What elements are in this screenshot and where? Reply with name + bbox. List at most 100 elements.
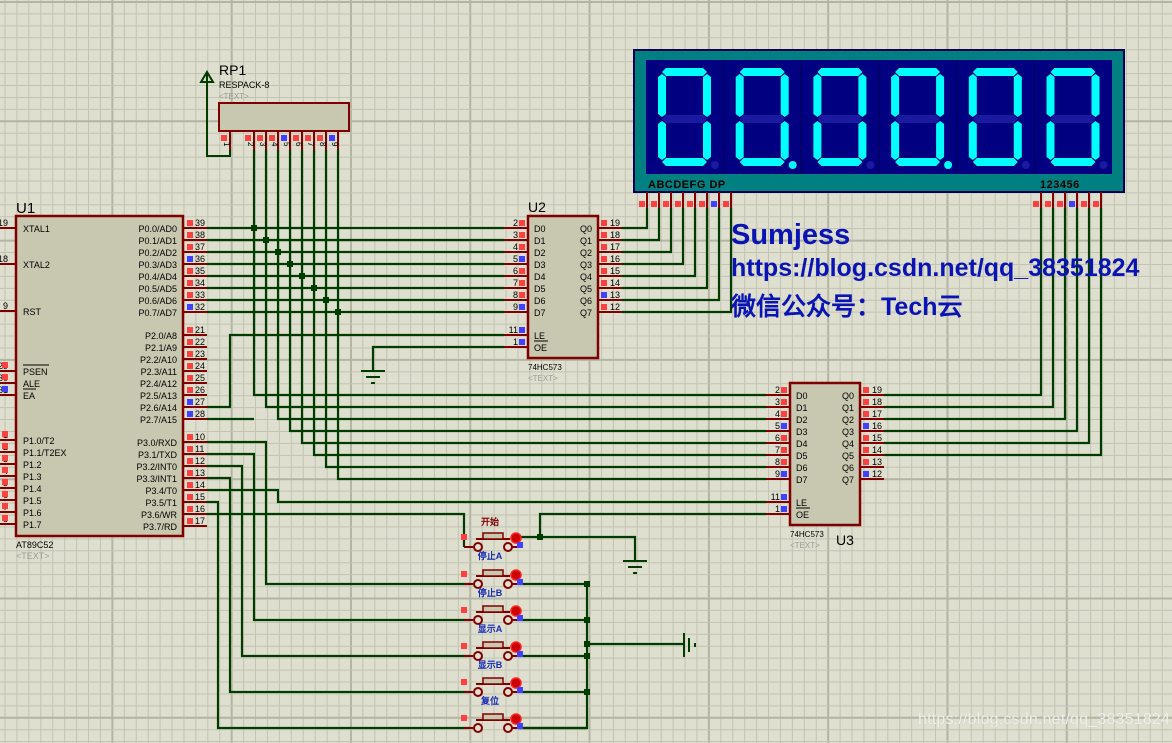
- u2-pin-name: D7: [534, 308, 546, 318]
- button-contact: [503, 579, 513, 589]
- u2-pin-name: Q0: [580, 224, 592, 234]
- pin-marker: [601, 220, 607, 226]
- u3-pin-name: Q5: [842, 451, 854, 461]
- pin-marker: [317, 135, 323, 141]
- push-button[interactable]: 显示A: [461, 624, 523, 661]
- rp1-pin-number: 3: [258, 142, 267, 147]
- u3-pin-number: 1: [775, 504, 780, 514]
- pin-marker: [517, 615, 523, 621]
- pin-marker: [863, 387, 869, 393]
- u2-pin-number: 6: [513, 266, 518, 276]
- pin-marker: [517, 579, 523, 585]
- pin-marker: [187, 256, 193, 262]
- push-button[interactable]: 复位: [461, 695, 523, 733]
- component-u2[interactable]: 2D03D14D25D36D47D58D69D711LE1OEQ019Q118Q…: [504, 199, 622, 383]
- u3-pin-number: 5: [775, 421, 780, 431]
- pin-marker: [1069, 201, 1075, 207]
- component-u3[interactable]: 2D03D14D25D36D47D58D69D711LE1OEQ019Q118Q…: [766, 381, 884, 550]
- wire: [300, 150, 766, 445]
- u1-pin-name: P3.3/INT1: [136, 474, 177, 484]
- wire: [288, 150, 766, 433]
- u3-pin-name: D1: [796, 403, 808, 413]
- pin-marker: [187, 446, 193, 452]
- pin-marker: [517, 687, 523, 693]
- pin-marker: [651, 201, 657, 207]
- rp1-pin-number: 6: [294, 142, 303, 147]
- pin-marker: [519, 256, 525, 262]
- u1-text: <TEXT>: [16, 551, 50, 561]
- segment: [891, 74, 900, 117]
- pin-marker: [781, 447, 787, 453]
- u2-pin-number: 18: [610, 230, 620, 240]
- button-label: 复位: [480, 695, 499, 706]
- u3-ref: U3: [836, 532, 854, 548]
- wire: [884, 208, 1067, 421]
- pin-marker: [1057, 201, 1063, 207]
- u2-pin-number: 7: [513, 278, 518, 288]
- wire: [622, 208, 649, 230]
- wire: [207, 512, 466, 547]
- segment: [972, 115, 1018, 123]
- push-button[interactable]: 显示B: [461, 660, 523, 697]
- rp1-vcc-wire: [206, 74, 231, 157]
- u1-pin-number: 34: [195, 278, 205, 288]
- u1-pin-name: P3.4/T0: [145, 486, 177, 496]
- u2-text: <TEXT>: [528, 374, 558, 383]
- pin-marker: [687, 201, 693, 207]
- segment: [858, 74, 867, 117]
- pin-marker: [187, 470, 193, 476]
- pin-marker: [187, 375, 193, 381]
- pin-marker: [2, 374, 8, 380]
- button-actuator-icon: [510, 713, 522, 725]
- segment: [739, 115, 785, 123]
- wire: [622, 208, 733, 314]
- u1-pin-name: P2.6/A14: [140, 403, 177, 413]
- u1-pin-number: 33: [195, 290, 205, 300]
- wire: [207, 440, 470, 586]
- segment: [817, 158, 863, 166]
- segment: [658, 121, 666, 160]
- pin-marker: [187, 434, 193, 440]
- pin-marker: [601, 280, 607, 286]
- push-button[interactable]: 停止A: [461, 550, 523, 589]
- u1-pin-name: PSEN: [23, 367, 48, 377]
- push-button[interactable]: 停止B: [461, 587, 523, 625]
- u1-pin-number: 25: [195, 373, 205, 383]
- junction-dot: [584, 641, 590, 647]
- decimal-point: [944, 161, 953, 169]
- u2-pin-name: Q6: [580, 296, 592, 306]
- pin-marker: [2, 491, 8, 497]
- u2-pin-number: 15: [610, 266, 620, 276]
- u1-pin-number: 22: [195, 337, 205, 347]
- decimal-point: [1099, 161, 1108, 169]
- u3-pin-number: 7: [775, 445, 780, 455]
- u3-pin-number: 14: [872, 445, 882, 455]
- push-button[interactable]: 开始: [461, 516, 523, 552]
- pin-marker: [2, 443, 8, 449]
- u2-pin-number: 12: [610, 302, 620, 312]
- u1-pin-number: 15: [195, 492, 205, 502]
- u3-pin-number: 9: [775, 469, 780, 479]
- pin-marker: [187, 339, 193, 345]
- segment: [1046, 121, 1055, 160]
- u1-pin-name: P0.4/AD4: [138, 272, 177, 282]
- component-u1[interactable]: U1AT89C52<TEXT>19XTAL118XTAL29RST29PSEN3…: [0, 200, 207, 561]
- button-cap: [482, 532, 504, 540]
- pin-marker: [699, 201, 705, 207]
- pin-marker: [863, 471, 869, 477]
- u3-pin-name: Q2: [842, 415, 854, 425]
- segment: [739, 68, 785, 76]
- wire: [622, 208, 721, 302]
- u2-ref: U2: [528, 199, 546, 215]
- u1-pin-name: P1.2: [23, 460, 42, 470]
- segment: [1013, 74, 1022, 117]
- rp1-pin-number: 7: [306, 142, 315, 147]
- wire: [622, 208, 697, 278]
- grounds: [361, 370, 696, 657]
- rp1-pin-number: 9: [330, 142, 339, 147]
- pin-marker: [187, 268, 193, 274]
